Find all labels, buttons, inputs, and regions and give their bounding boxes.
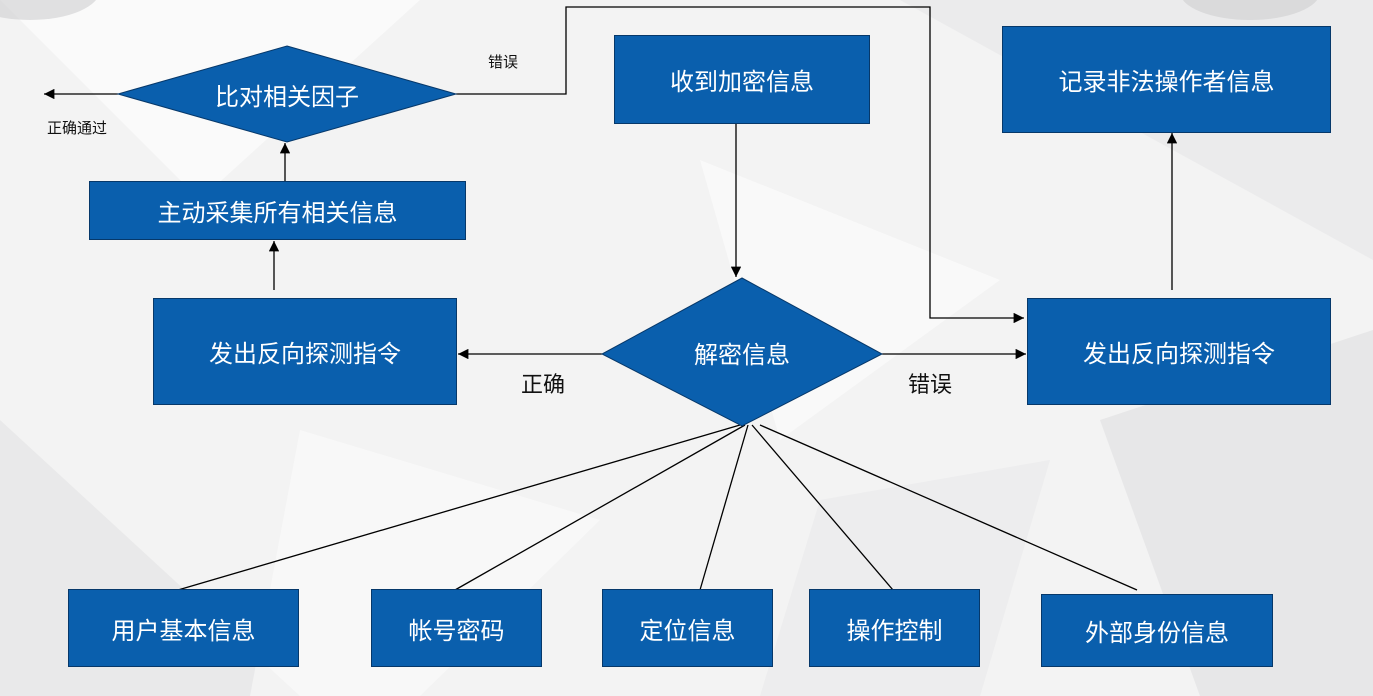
- decision-decrypt-label: 解密信息: [694, 340, 790, 369]
- line-decrypt-to-operation-control: [751, 424, 894, 591]
- node-reverse-probe-right: 发出反向探测指令: [1027, 298, 1331, 405]
- node-receive-encrypted: 收到加密信息: [614, 35, 870, 124]
- node-user-basic-info: 用户基本信息: [68, 589, 299, 667]
- line-decrypt-to-external-identity: [759, 424, 1138, 591]
- line-decrypt-to-location-info: [699, 424, 749, 591]
- decision-decrypt-shape: [600, 277, 884, 427]
- edge-label-compare-error: 错误: [488, 53, 519, 71]
- arrow-compare-error-loop: [456, 6, 1024, 324]
- node-account-password: 帐号密码: [371, 589, 542, 667]
- line-decrypt-to-account-password: [454, 424, 746, 591]
- node-operation-control: 操作控制: [809, 589, 980, 667]
- edge-label-decrypt-error: 错误: [908, 373, 953, 398]
- decision-compare-shape: [116, 45, 458, 143]
- node-reverse-probe-left: 发出反向探测指令: [153, 298, 457, 405]
- node-external-identity: 外部身份信息: [1041, 594, 1273, 667]
- edge-label-compare-pass: 正确通过: [47, 119, 108, 137]
- node-location-info: 定位信息: [602, 589, 773, 667]
- node-collect-all: 主动采集所有相关信息: [89, 181, 466, 240]
- line-decrypt-to-user-basic-info: [177, 424, 741, 591]
- node-record-illegal: 记录非法操作者信息: [1002, 26, 1331, 133]
- decision-compare-label: 比对相关因子: [215, 82, 359, 111]
- edge-label-decrypt-correct: 正确: [521, 373, 566, 398]
